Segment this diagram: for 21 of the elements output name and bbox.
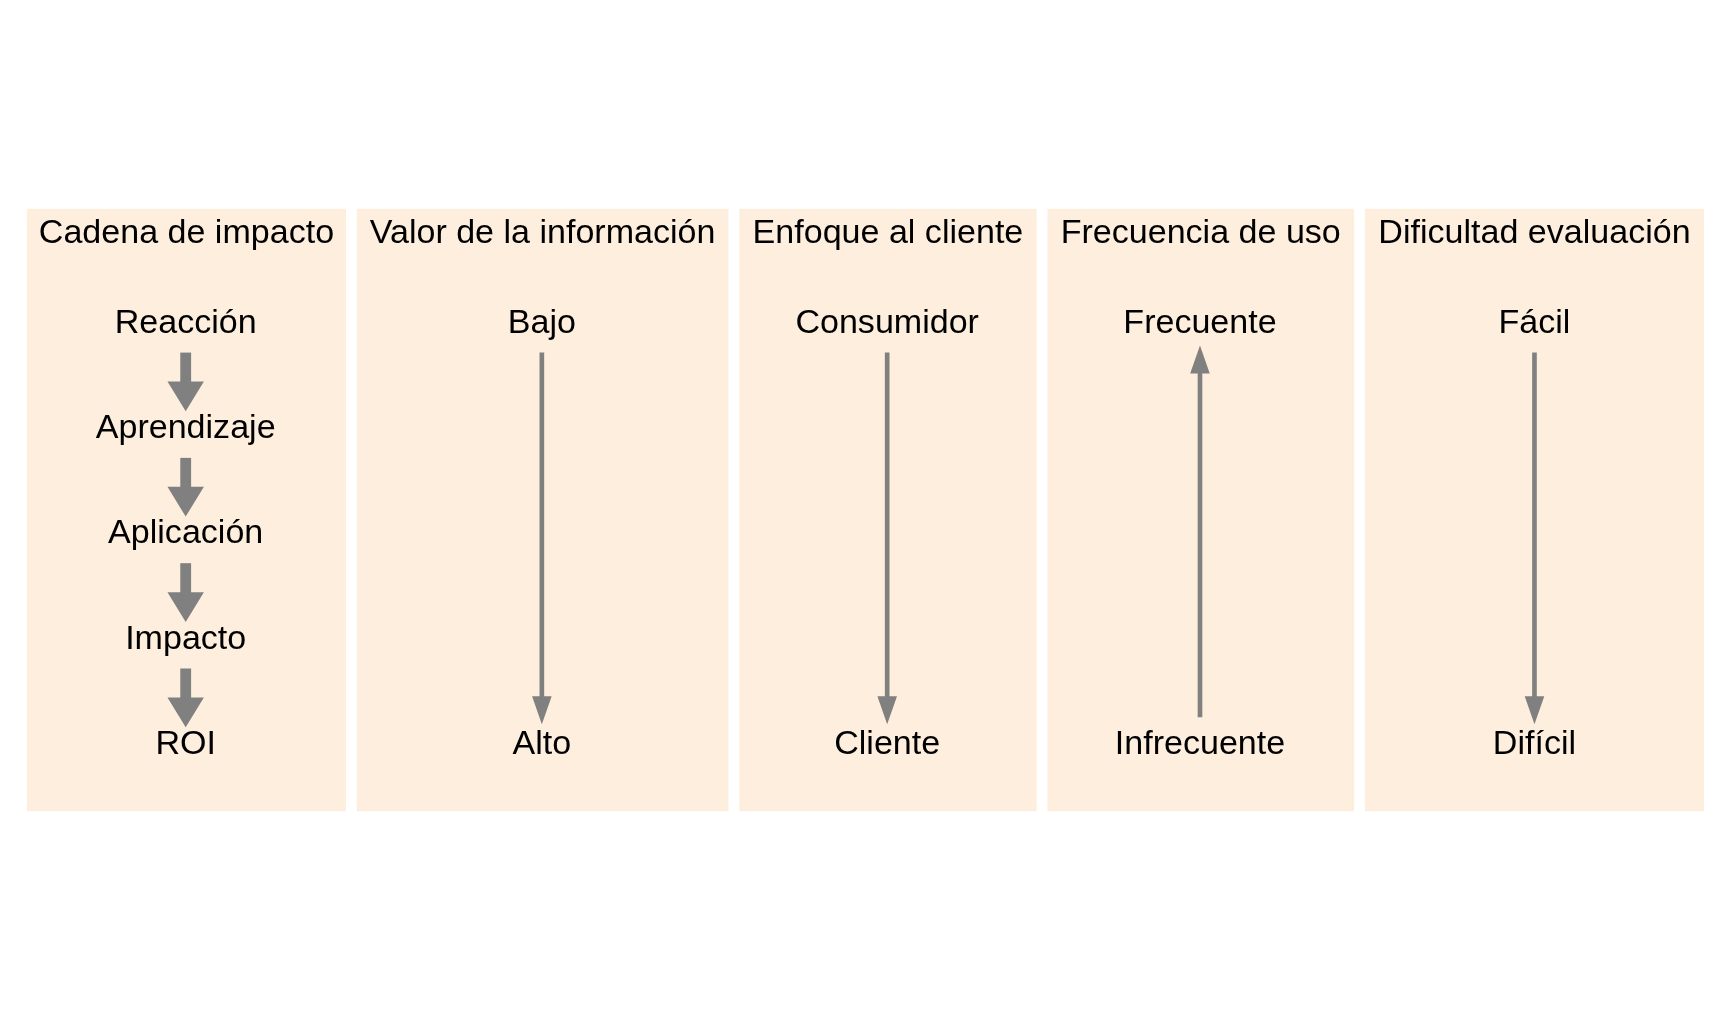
arrow — [1524, 352, 1545, 724]
node-text: Difícil — [1492, 722, 1577, 761]
node-text: Infrecuente — [1114, 722, 1286, 761]
arrow — [167, 562, 204, 622]
node-text: Consumidor — [795, 301, 979, 340]
arrow — [167, 352, 204, 411]
node-text: ROI — [155, 722, 216, 761]
node-text: Aplicación — [108, 511, 264, 550]
node-text: Alto — [512, 722, 572, 761]
node-text: Reacción — [114, 301, 257, 340]
arrow — [167, 457, 204, 517]
node-text: Fácil — [1498, 301, 1571, 340]
arrow — [167, 668, 204, 727]
node-text: Bajo — [507, 301, 576, 340]
node-text: Aprendizaje — [95, 406, 276, 445]
arrow — [877, 352, 897, 724]
node-text: Impacto — [125, 617, 247, 656]
node-text: Cliente — [834, 722, 941, 761]
node-text: Frecuente — [1123, 301, 1277, 340]
arrow — [1190, 344, 1210, 717]
arrow — [532, 352, 552, 724]
